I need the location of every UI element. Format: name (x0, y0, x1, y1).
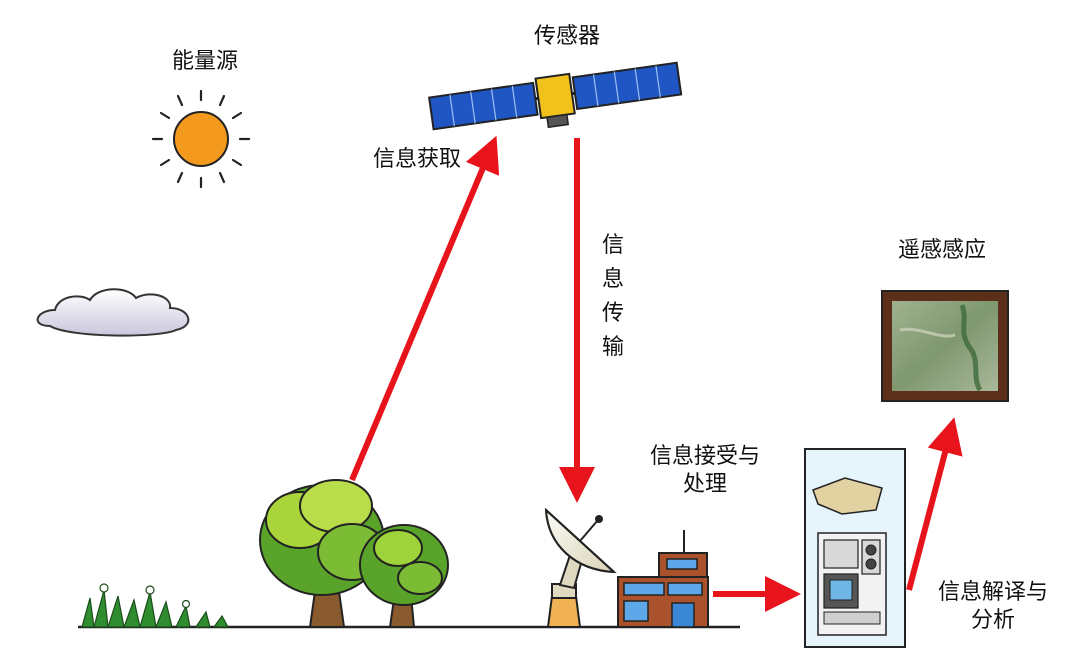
tree-icon (259, 479, 449, 628)
info-reception-label-line1: 信息接受与 (650, 444, 761, 469)
info-interpretation-label-line2: 分析 (971, 607, 1016, 633)
acquisition-arrow (349, 135, 500, 482)
building-icon (617, 530, 709, 628)
sensor-label: 传感器 (534, 24, 601, 49)
info-interpretation-label: 信息解译与 分析 (938, 579, 1048, 634)
satellite-dish-icon (544, 507, 617, 628)
remote-sensing-image (881, 290, 1009, 402)
info-interpretation-label-line1: 信息解译与 (938, 580, 1049, 605)
satellite-icon (427, 61, 683, 131)
grass-icon (81, 583, 230, 628)
info-reception-label: 信息接受与 处理 (650, 443, 760, 498)
info-reception-label-line2: 处理 (683, 471, 728, 497)
energy-source-label: 能量源 (172, 49, 239, 74)
computer-workstation-icon (804, 448, 906, 648)
sun-icon (151, 89, 251, 189)
cloud-icon (36, 288, 190, 337)
remote-sensing-response-label: 遥感感应 (898, 238, 987, 263)
arrows (349, 135, 963, 612)
info-acquisition-label: 信息获取 (373, 147, 462, 172)
interpretation-arrow (906, 417, 963, 591)
info-transmission-label: 信息传输 (601, 233, 624, 360)
